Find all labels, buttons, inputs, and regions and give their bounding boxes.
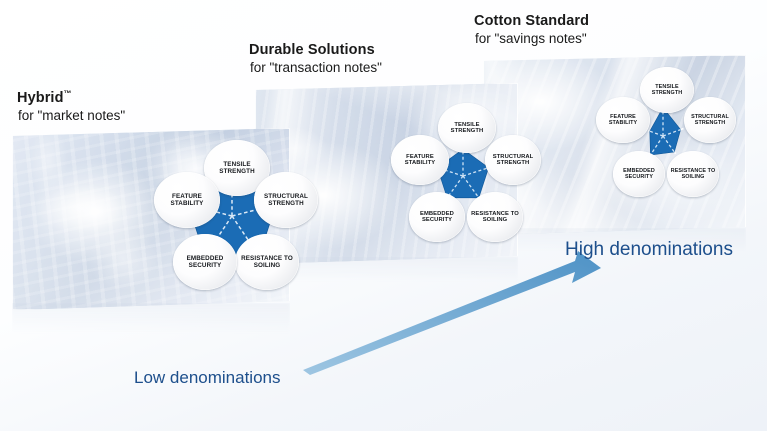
radar-bubble-label: EMBEDDED SECURITY [623,167,655,180]
radar-bubble-resistance-to-soiling-2: RESISTANCE TO SOILING [467,192,523,242]
panel-title-main-1: Hybrid™ [17,85,125,107]
radar-bubble-feature-stability-1: FEATURE STABILITY [154,172,220,228]
radar-bubble-label: TENSILE STRENGTH [219,160,255,175]
radar-bubble-feature-stability-2: FEATURE STABILITY [391,135,449,185]
panel-subtitle-1: for "market notes" [18,107,126,123]
radar-chart-durable-solutions: TENSILE STRENGTH STRUCTURAL STRENGTH RES… [388,103,541,246]
radar-bubble-label: EMBEDDED SECURITY [420,210,454,223]
panel-subtitle-2: for "transaction notes" [250,59,382,75]
radar-polygon-3 [649,106,681,156]
panel-cotton-standard [483,55,746,235]
radar-bubble-label: RESISTANCE TO SOILING [471,210,519,223]
radar-bubble-embedded-security-3: EMBEDDED SECURITY [613,151,665,197]
radar-bubble-embedded-security-2: EMBEDDED SECURITY [409,192,465,242]
radar-bubble-label: FEATURE STABILITY [608,113,638,126]
panel-title-tm-1: ™ [63,89,72,98]
panel-title-text-1: Hybrid [17,89,64,106]
radar-bubble-structural-strength-2: STRUCTURAL STRENGTH [485,135,541,185]
radar-chart-cotton-standard: TENSILE STRENGTH STRUCTURAL STRENGTH RES… [590,67,736,204]
panel-title-hybrid: Hybrid™ for "market notes" [17,85,125,125]
panel-title-durable-solutions: Durable Solutions for "transaction notes… [249,37,382,77]
radar-chart-hybrid: TENSILE STRENGTH STRUCTURAL STRENGTH RES… [154,140,318,290]
panel-title-text-2: Durable Solutions [249,41,375,58]
radar-bubble-label: EMBEDDED SECURITY [186,254,224,269]
radar-bubble-tensile-strength-3: TENSILE STRENGTH [640,67,694,113]
radar-bubble-label: STRUCTURAL STRENGTH [263,192,309,207]
radar-bubble-label: STRUCTURAL STRENGTH [492,153,534,166]
caption-high-denominations: High denominations [565,239,733,260]
panel-title-text-3: Cotton Standard [474,12,590,29]
radar-bubble-tensile-strength-2: TENSILE STRENGTH [438,103,496,153]
radar-bubble-label: STRUCTURAL STRENGTH [691,113,729,126]
caption-low-denominations: Low denominations [134,368,281,387]
radar-bubble-label: TENSILE STRENGTH [450,121,484,134]
radar-bubble-structural-strength-1: STRUCTURAL STRENGTH [254,172,318,228]
panel-title-main-2: Durable Solutions [249,37,382,59]
radar-bubble-embedded-security-1: EMBEDDED SECURITY [173,234,237,290]
radar-bubble-label: RESISTANCE TO SOILING [670,167,716,180]
radar-bubble-label: TENSILE STRENGTH [651,83,683,96]
radar-bubble-label: FEATURE STABILITY [404,153,436,166]
radar-bubble-feature-stability-3: FEATURE STABILITY [596,97,650,143]
radar-bubble-structural-strength-3: STRUCTURAL STRENGTH [684,97,736,143]
panel-title-main-3: Cotton Standard [474,8,589,30]
panel-subtitle-3: for "savings notes" [475,30,587,46]
radar-bubble-label: RESISTANCE TO SOILING [241,254,293,269]
radar-bubble-label: FEATURE STABILITY [170,192,204,207]
radar-bubble-resistance-to-soiling-1: RESISTANCE TO SOILING [235,234,299,290]
radar-bubble-resistance-to-soiling-3: RESISTANCE TO SOILING [667,151,719,197]
panel-title-cotton-standard: Cotton Standard for "savings notes" [474,8,589,48]
